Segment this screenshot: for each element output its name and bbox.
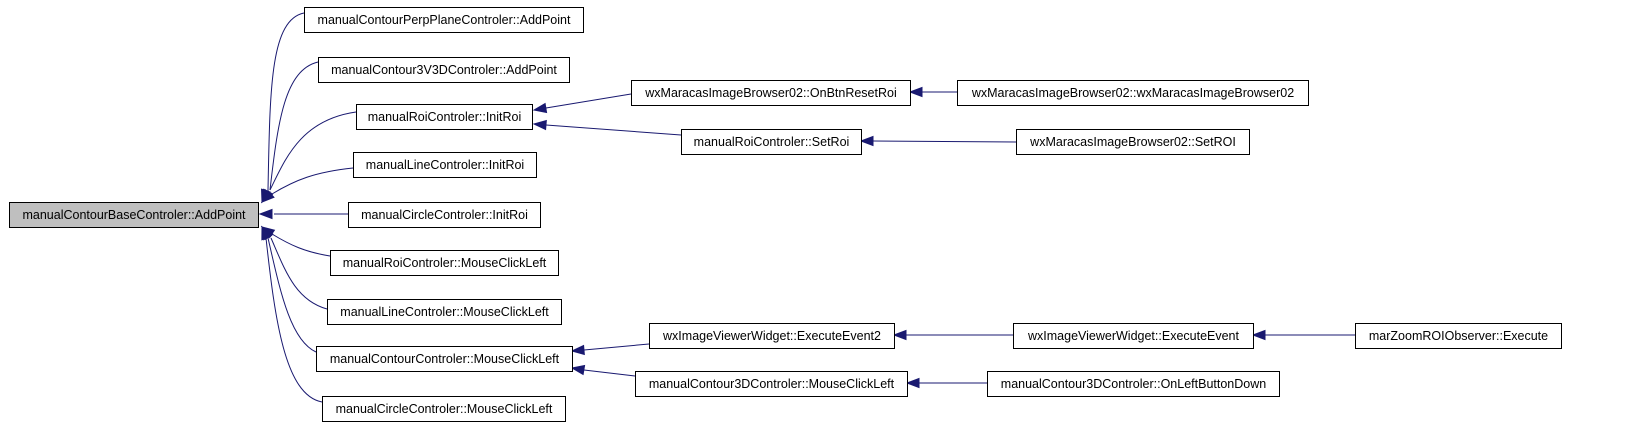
node-label: manualContour3DControler::OnLeftButtonDo… (1001, 377, 1266, 391)
node-wximageviewerwidget-executeevent2[interactable]: wxImageViewerWidget::ExecuteEvent2 (649, 323, 895, 349)
node-wxmaracasimagebrowser02-onbtnresetroi[interactable]: wxMaracasImageBrowser02::OnBtnResetRoi (631, 80, 911, 106)
node-box (330, 250, 559, 276)
node-box (356, 104, 533, 130)
node-wxmaracasimagebrowser02-setroi[interactable]: wxMaracasImageBrowser02::SetROI (1016, 129, 1250, 155)
edge-arrow-roi-setroi-to-roi-initroi (532, 119, 682, 136)
node-manualroicontroler-initroi[interactable]: manualRoiControler::InitRoi (356, 104, 533, 130)
node-label: manualRoiControler::SetRoi (694, 135, 850, 149)
edge-arrow-viewer-executeevent2-to-contour-mouseclick (570, 343, 650, 356)
arrowhead (570, 364, 586, 376)
edge-arrow-viewer-executeevent-to-viewer-executeevent2 (892, 329, 1013, 341)
node-label: manualLineControler::MouseClickLeft (340, 305, 549, 319)
edge-arrow-c3d-mouseclick-to-contour-mouseclick (570, 364, 636, 377)
node-label: manualContour3DControler::MouseClickLeft (649, 377, 895, 391)
edges-layer (258, 12, 1355, 403)
arrowhead (258, 208, 273, 220)
node-box (348, 202, 541, 228)
node-box (681, 129, 862, 155)
node-label: manualContourControler::MouseClickLeft (330, 352, 560, 366)
node-marzoomroiobserver-execute[interactable]: marZoomROIObserver::Execute (1355, 323, 1562, 349)
node-box (316, 346, 573, 372)
node-manualcontourperpplanecontroler-addpoint[interactable]: manualContourPerpPlaneControler::AddPoin… (304, 7, 584, 33)
edge-arrow-circle-initroi-to-root (258, 208, 348, 220)
edge-arrow-c3d-onleftbuttondown-to-c3d-mouseclick (905, 377, 987, 389)
arrowhead (532, 102, 548, 114)
node-box (318, 57, 570, 83)
node-box (1013, 323, 1254, 349)
node-label: wxMaracasImageBrowser02::SetROI (1029, 135, 1236, 149)
node-label: manualContourBaseControler::AddPoint (22, 208, 246, 222)
arrowhead (859, 135, 874, 147)
arrowhead (570, 344, 585, 356)
node-label: wxMaracasImageBrowser02::OnBtnResetRoi (644, 86, 897, 100)
node-label: manualRoiControler::InitRoi (368, 110, 522, 124)
edge-arrow-contour-mouseclick-to-root (261, 225, 317, 353)
node-manualcontourcontroler-mouseclickleft[interactable]: manualContourControler::MouseClickLeft (316, 346, 573, 372)
node-root-manualcontourbasecontroler-addpoint[interactable]: manualContourBaseControler::AddPoint (9, 202, 259, 228)
node-manualroicontroler-mouseclickleft[interactable]: manualRoiControler::MouseClickLeft (330, 250, 559, 276)
node-wxmaracasimagebrowser02-constructor[interactable]: wxMaracasImageBrowser02::wxMaracasImageB… (957, 80, 1309, 106)
edge-arrow-zoom-execute-to-viewer-executeevent (1251, 329, 1355, 341)
edge-arrow-browser-setroi-to-roi-setroi (859, 135, 1017, 147)
node-box (1355, 323, 1562, 349)
node-manuallinecontroler-initroi[interactable]: manualLineControler::InitRoi (353, 152, 537, 178)
nodes-layer: manualContourBaseControler::AddPoint man… (9, 7, 1562, 422)
arrowhead (532, 119, 547, 131)
node-manualcontour3dcontroler-onleftbuttondown[interactable]: manualContour3DControler::OnLeftButtonDo… (987, 371, 1280, 397)
node-manualcontour3v3dcontroler-addpoint[interactable]: manualContour3V3DControler::AddPoint (318, 57, 570, 83)
node-label: wxImageViewerWidget::ExecuteEvent2 (662, 329, 881, 343)
arrowhead (905, 377, 920, 389)
node-label: manualContour3V3DControler::AddPoint (331, 63, 557, 77)
node-label: manualRoiControler::MouseClickLeft (343, 256, 547, 270)
node-manualcirclecontroler-mouseclickleft[interactable]: manualCircleControler::MouseClickLeft (322, 396, 566, 422)
node-box (9, 202, 259, 228)
arrowhead (261, 225, 272, 241)
node-manualcirclecontroler-initroi[interactable]: manualCircleControler::InitRoi (348, 202, 541, 228)
node-box (987, 371, 1280, 397)
arrowhead (908, 86, 923, 98)
edge-arrow-line-initroi-to-root (260, 167, 354, 203)
arrowhead (260, 189, 275, 203)
node-label: manualContourPerpPlaneControler::AddPoin… (318, 13, 571, 27)
node-box (635, 371, 908, 397)
node-box (353, 152, 537, 178)
node-box (304, 7, 584, 33)
node-label: marZoomROIObserver::Execute (1369, 329, 1548, 343)
edge-arrow-line-mouseclick-to-root (261, 225, 328, 310)
node-box (631, 80, 911, 106)
node-label: manualCircleControler::MouseClickLeft (336, 402, 553, 416)
node-wximageviewerwidget-executeevent[interactable]: wxImageViewerWidget::ExecuteEvent (1013, 323, 1254, 349)
node-box (327, 299, 562, 325)
edge-arrow-browser-onbtnresetroi-to-roi-initroi (532, 93, 632, 114)
node-label: wxImageViewerWidget::ExecuteEvent (1027, 329, 1240, 343)
edge-arrow-c3v3d-addpoint-to-root (261, 61, 319, 204)
arrowhead (892, 329, 907, 341)
node-box (957, 80, 1309, 106)
edge-arrow-circle-mouseclick-to-root (261, 225, 323, 403)
node-label: manualLineControler::InitRoi (366, 158, 524, 172)
node-manuallinecontroler-mouseclickleft[interactable]: manualLineControler::MouseClickLeft (327, 299, 562, 325)
edge-arrow-roi-initroi-to-root (261, 111, 357, 204)
node-label: manualCircleControler::InitRoi (361, 208, 528, 222)
arrowhead (1251, 329, 1266, 341)
node-manualroicontroler-setroi[interactable]: manualRoiControler::SetRoi (681, 129, 862, 155)
edge-arrow-browser-ctor-to-browser-onbtnresetroi (908, 86, 957, 98)
node-box (1016, 129, 1250, 155)
node-box (322, 396, 566, 422)
node-box (649, 323, 895, 349)
node-label: wxMaracasImageBrowser02::wxMaracasImageB… (971, 86, 1294, 100)
node-manualcontour3dcontroler-mouseclickleft[interactable]: manualContour3DControler::MouseClickLeft (635, 371, 908, 397)
